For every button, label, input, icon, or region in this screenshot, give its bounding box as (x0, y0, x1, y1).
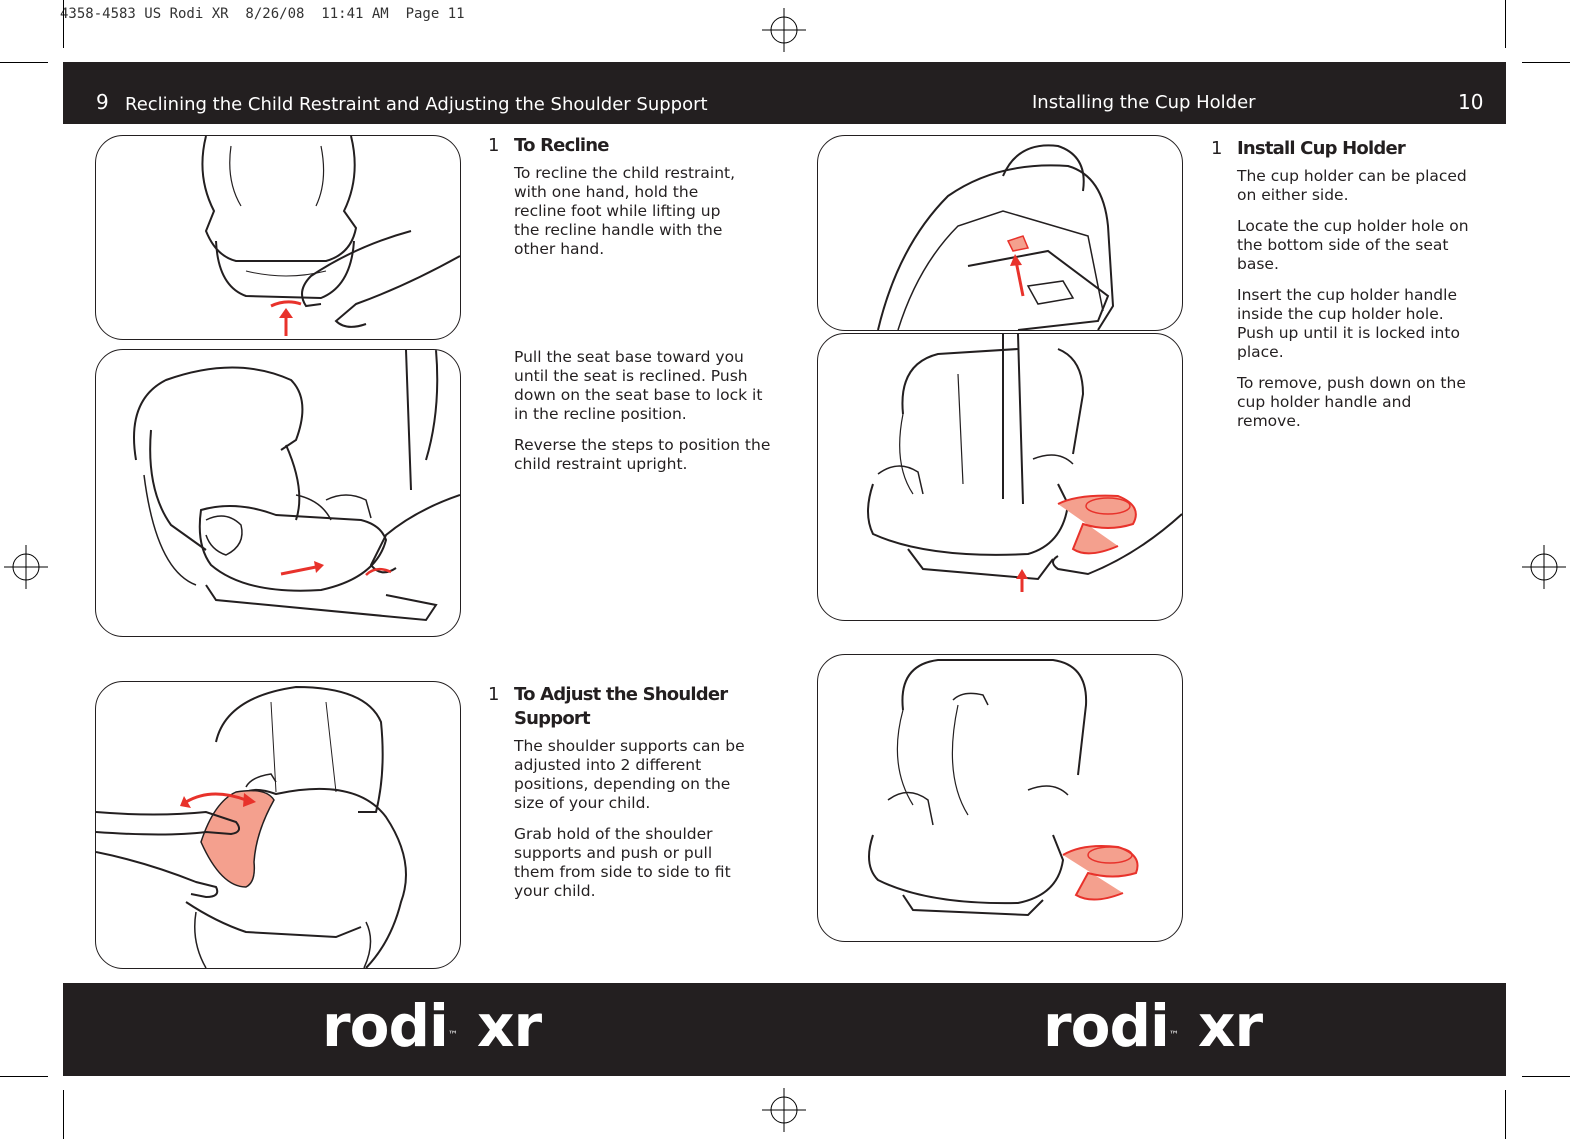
right-page-header: Installing the Cup Holder (1032, 92, 1256, 113)
crop-mark (1522, 1076, 1570, 1077)
shoulder-instruction-1: The shoulder supports can be adjusted in… (514, 737, 745, 812)
cup-holder-step-title: Install Cup Holder (1237, 138, 1406, 159)
cup-holder-insert-illustration (817, 333, 1183, 621)
cup-holder-instruction-2: Locate the cup holder hole on the bottom… (1237, 217, 1469, 273)
cup-holder-instruction-3: Insert the cup holder handle inside the … (1237, 286, 1460, 361)
recline-instruction-2: Pull the seat base toward you until the … (514, 348, 763, 423)
cup-holder-hole-illustration (817, 135, 1183, 331)
shoulder-instruction-2: Grab hold of the shoulder supports and p… (514, 825, 731, 900)
logo-word: rodi (322, 992, 449, 1060)
brand-logo-left: rodi™ xr (322, 992, 542, 1060)
registration-mark-icon (1522, 545, 1566, 589)
crop-mark (63, 1090, 64, 1139)
recline-instruction-3: Reverse the steps to position the child … (514, 436, 771, 473)
crop-mark (1505, 1090, 1506, 1139)
logo-suffix: xr (1178, 992, 1263, 1060)
registration-mark-icon (762, 1088, 806, 1132)
print-slug: 4358-4583 US Rodi XR 8/26/08 11:41 AM Pa… (60, 6, 465, 22)
crop-mark (63, 0, 64, 48)
logo-word: rodi (1043, 992, 1170, 1060)
recline-seat-base-illustration (95, 349, 461, 637)
recline-step: 1 To Recline To recline the child restrai… (488, 134, 748, 271)
logo-suffix: xr (457, 992, 542, 1060)
cup-holder-instruction-4: To remove, push down on the cup holder h… (1237, 374, 1466, 430)
recline-step-continued: Pull the seat base toward you until the … (514, 348, 774, 486)
registration-mark-icon (762, 8, 806, 52)
recline-handle-illustration (95, 135, 461, 340)
recline-step-title: To Recline (514, 135, 609, 156)
shoulder-step: 1 To Adjust the Shoulder Support The shou… (488, 683, 748, 913)
step-number: 1 (488, 684, 500, 705)
crop-mark (1505, 0, 1506, 48)
footer-bar (63, 983, 1506, 1076)
page-number-left: 9 (96, 90, 109, 114)
cup-holder-instruction-1: The cup holder can be placed on either s… (1237, 167, 1467, 204)
cup-holder-installed-illustration (817, 654, 1183, 942)
recline-instruction-1: To recline the child restraint, with one… (514, 164, 736, 258)
cup-holder-step: 1 Install Cup Holder The cup holder can b… (1211, 137, 1471, 443)
shoulder-step-title: To Adjust the Shoulder Support (514, 684, 728, 729)
brand-logo-right: rodi™ xr (1043, 992, 1263, 1060)
step-number: 1 (1211, 138, 1223, 159)
crop-mark (0, 62, 48, 63)
shoulder-step-heading: 1 To Adjust the Shoulder Support (488, 683, 748, 731)
shoulder-support-illustration (95, 681, 461, 969)
left-page-header: Reclining the Child Restraint and Adjust… (125, 94, 708, 115)
header-bar (63, 62, 1506, 124)
registration-mark-icon (4, 545, 48, 589)
cup-holder-step-heading: 1 Install Cup Holder (1211, 137, 1471, 161)
page-number-right: 10 (1458, 90, 1484, 114)
step-number: 1 (488, 135, 500, 156)
crop-mark (1522, 62, 1570, 63)
trademark-mark: ™ (1168, 1030, 1179, 1041)
crop-mark (0, 1076, 48, 1077)
recline-step-heading: 1 To Recline (488, 134, 748, 158)
trademark-mark: ™ (447, 1030, 458, 1041)
